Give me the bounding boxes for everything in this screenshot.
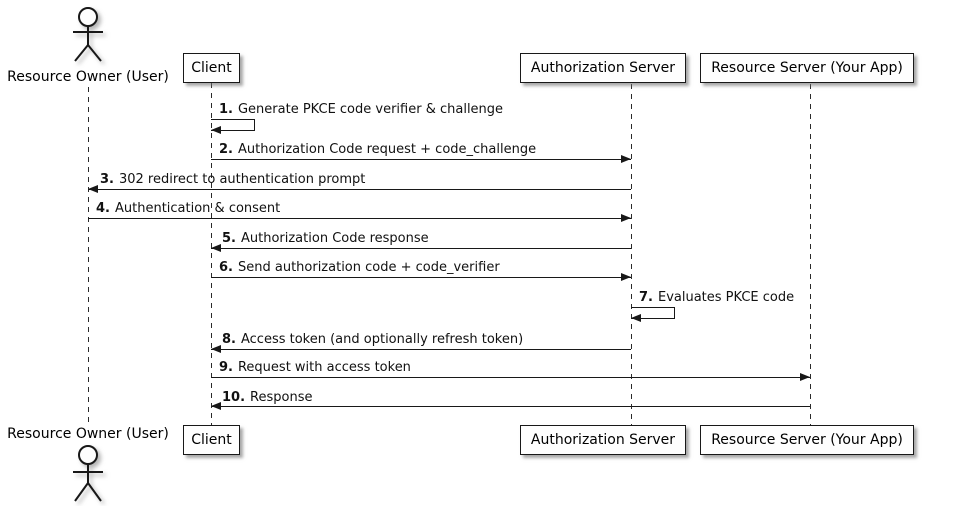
participant-box-resource-server-bottom: Resource Server (Your App): [700, 425, 914, 455]
message-number: 4.: [96, 201, 110, 216]
message-5-arrow-line: [211, 248, 631, 249]
message-6-label: 6. Send authorization code + code_verifie…: [219, 260, 500, 275]
participant-box-client-top: Client: [183, 53, 240, 83]
message-text: Authentication & consent: [114, 201, 281, 216]
arrowhead-left-icon: [211, 402, 221, 410]
message-text: Authorization Code request + code_challe…: [237, 142, 537, 157]
actor-label-top: Resource Owner (User): [7, 69, 169, 85]
participant-name: Client: [191, 432, 232, 448]
message-7-label: 7. Evaluates PKCE code: [639, 290, 794, 305]
message-text: Request with access token: [237, 360, 411, 375]
message-text: Response: [250, 390, 313, 405]
message-text: Authorization Code response: [240, 231, 429, 246]
actor-icon: [73, 7, 103, 62]
arrowhead-left-icon: [211, 345, 221, 353]
arrowhead-left-icon: [88, 185, 98, 193]
participant-name: Client: [191, 60, 232, 76]
participant-box-resource-server-top: Resource Server (Your App): [700, 53, 914, 83]
arrowhead-right-icon: [621, 273, 631, 281]
message-3-arrow-line: [88, 189, 631, 190]
lifeline-resource-owner: [88, 87, 89, 427]
participant-name: Authorization Server: [530, 432, 676, 448]
actor-icon: [73, 445, 103, 502]
actor-label-bottom: Resource Owner (User): [7, 426, 169, 442]
arrowhead-right-icon: [800, 373, 810, 381]
participant-name: Resource Server (Your App): [711, 432, 903, 448]
message-text: Generate PKCE code verifier & challenge: [237, 102, 504, 117]
message-2-arrow-line: [211, 159, 631, 160]
arrowhead-left-icon: [631, 314, 641, 322]
message-number: 1.: [219, 102, 233, 117]
lifeline-client: [211, 83, 212, 425]
arrowhead-right-icon: [621, 214, 631, 222]
message-number: 5.: [222, 231, 236, 246]
participant-box-authorization-server-bottom: Authorization Server: [520, 425, 686, 455]
lifeline-resource-server: [810, 84, 811, 425]
message-number: 8.: [222, 332, 236, 347]
message-10-arrow-line: [211, 406, 810, 407]
message-9-arrow-line: [211, 377, 810, 378]
message-4-arrow-line: [88, 218, 631, 219]
message-8-arrow-line: [211, 349, 631, 350]
message-10-label: 10. Response: [222, 390, 312, 405]
message-number: 6.: [219, 260, 233, 275]
arrowhead-right-icon: [621, 155, 631, 163]
participant-box-client-bottom: Client: [183, 425, 240, 455]
message-7-self-arrow: [631, 307, 675, 319]
message-number: 9.: [219, 360, 233, 375]
message-6-arrow-line: [211, 277, 631, 278]
message-5-label: 5. Authorization Code response: [222, 231, 429, 246]
message-4-label: 4. Authentication & consent: [96, 201, 280, 216]
message-1-label: 1. Generate PKCE code verifier & challeng…: [219, 102, 503, 117]
participant-name: Authorization Server: [530, 60, 676, 76]
message-3-label: 3. 302 redirect to authentication prompt: [100, 172, 365, 187]
message-number: 7.: [639, 290, 653, 305]
message-text: Access token (and optionally refresh tok…: [240, 332, 524, 347]
message-9-label: 9. Request with access token: [219, 360, 411, 375]
participant-box-authorization-server-top: Authorization Server: [520, 53, 686, 83]
message-8-label: 8. Access token (and optionally refresh t…: [222, 332, 523, 347]
participant-name: Resource Server (Your App): [711, 60, 903, 76]
message-text: Evaluates PKCE code: [657, 290, 795, 305]
message-text: Send authorization code + code_verifier: [237, 260, 500, 275]
message-1-self-arrow: [211, 119, 255, 131]
arrowhead-left-icon: [211, 244, 221, 252]
message-number: 2.: [219, 142, 233, 157]
message-text: 302 redirect to authentication prompt: [118, 172, 366, 187]
lifeline-authorization-server: [631, 84, 632, 425]
message-2-label: 2. Authorization Code request + code_chal…: [219, 142, 536, 157]
message-number: 3.: [100, 172, 114, 187]
arrowhead-left-icon: [211, 126, 221, 134]
message-number: 10.: [222, 390, 246, 405]
